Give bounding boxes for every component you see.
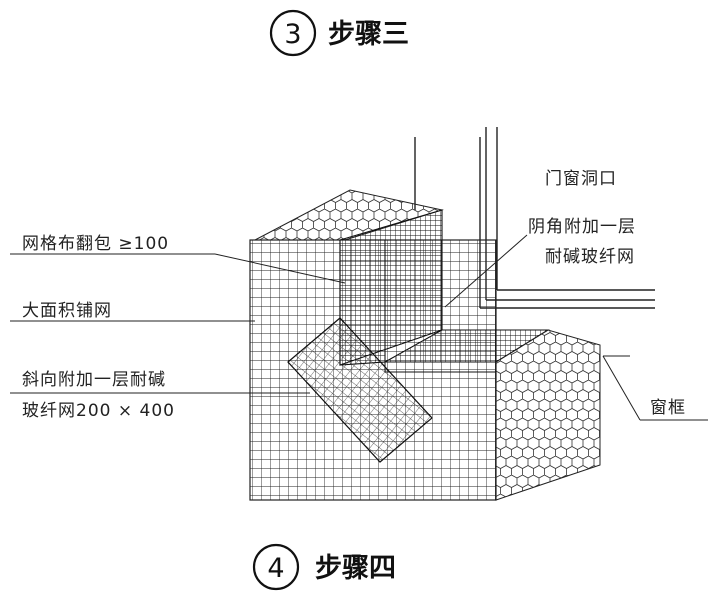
step-four-header: 4 步骤四 (252, 543, 396, 591)
hex-mesh-right (495, 329, 601, 501)
step-four-title: 步骤四 (315, 553, 396, 584)
step-four-number-circle (252, 543, 300, 591)
label-diagonal-line1: 斜向附加一层耐碱 (22, 370, 166, 390)
label-window-frame: 窗框 (650, 398, 686, 418)
diagonal-reinforcement-mesh (287, 317, 433, 463)
label-mesh-wrap: 网格布翻包 ≥100 (22, 234, 169, 254)
label-opening: 门窗洞口 (545, 169, 617, 189)
label-diagonal-line2: 玻纤网200 × 400 (22, 401, 175, 421)
step-three-number-circle (269, 9, 317, 57)
corner-wrap-mesh (339, 209, 443, 366)
step-three-number: 3 (284, 19, 301, 50)
label-large-mesh: 大面积铺网 (22, 301, 112, 321)
step-three-title: 步骤三 (328, 19, 409, 50)
step-three-header: 3 步骤三 (269, 9, 409, 57)
label-inner-corner-line1: 阴角附加一层 (528, 217, 636, 237)
leader-lines (10, 234, 708, 421)
label-inner-corner-line2: 耐碱玻纤网 (545, 247, 635, 267)
step-four-number: 4 (267, 553, 284, 584)
diagram-labels: 网格布翻包 ≥100 大面积铺网 斜向附加一层耐碱 玻纤网200 × 400 门… (22, 169, 686, 421)
